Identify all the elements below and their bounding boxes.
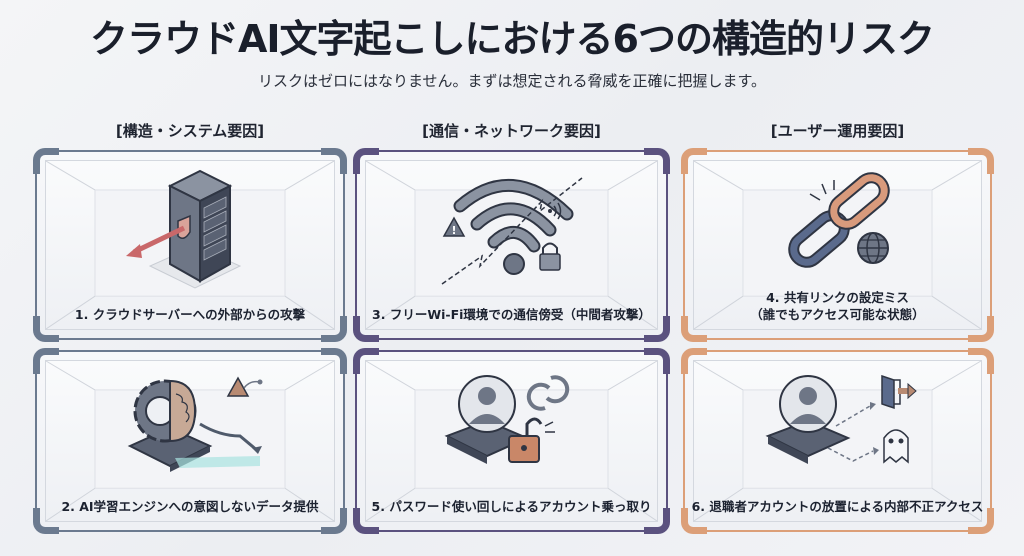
wifi-intercept-icon: !	[441, 177, 582, 285]
risk-card-3: ! 3. フリーWi-Fi環境での通信傍受（中間者攻撃）	[353, 148, 670, 342]
corner-accent	[353, 316, 379, 342]
column-heading-structure: [構造・システム要因]	[115, 122, 265, 140]
risk-label-4-line2: （誰でもアクセス可能な状態）	[750, 307, 925, 323]
risk-label-5: 5. パスワード使い回しによるアカウント乗っ取り	[371, 499, 652, 515]
corner-accent	[33, 316, 59, 342]
risk-label-4: 4. 共有リンクの設定ミス （誰でもアクセス可能な状態）	[685, 290, 990, 324]
corner-accent	[353, 508, 379, 534]
corner-accent	[353, 148, 379, 174]
corner-accent	[321, 348, 347, 374]
risk-label-3: 3. フリーWi-Fi環境での通信傍受（中間者攻撃）	[372, 307, 651, 323]
corner-accent	[644, 148, 670, 174]
corner-accent	[681, 316, 707, 342]
corner-accent	[681, 148, 707, 174]
risk-label-2: 2. AI学習エンジンへの意図しないデータ提供	[61, 499, 319, 515]
svg-text:!: !	[451, 224, 456, 237]
corner-accent	[321, 316, 347, 342]
corner-accent	[33, 348, 59, 374]
corner-accent	[681, 508, 707, 534]
corner-accent	[968, 508, 994, 534]
risk-card-1: 1. クラウドサーバーへの外部からの攻撃	[33, 148, 347, 342]
ai-brain-gear-icon	[127, 376, 263, 472]
risk-label-6: 6. 退職者アカウントの放置による内部不正アクセス	[691, 499, 984, 515]
risk-card-2: 2. AI学習エンジンへの意図しないデータ提供	[33, 348, 347, 534]
corner-accent	[968, 348, 994, 374]
corner-accent	[353, 348, 379, 374]
risk-card-5: 5. パスワード使い回しによるアカウント乗っ取り	[353, 348, 670, 534]
column-heading-user: [ユーザー運用要因]	[770, 122, 905, 140]
corner-accent	[33, 148, 59, 174]
risk-label-4-line1: 4. 共有リンクの設定ミス	[766, 290, 909, 306]
ghost-account-icon	[765, 374, 917, 464]
corner-accent	[33, 508, 59, 534]
corner-accent	[968, 316, 994, 342]
broken-link-icon	[787, 172, 890, 268]
corner-accent	[644, 508, 670, 534]
risk-card-6: 6. 退職者アカウントの放置による内部不正アクセス	[681, 348, 994, 534]
account-takeover-icon	[444, 375, 569, 464]
risk-label-1: 1. クラウドサーバーへの外部からの攻撃	[74, 307, 306, 323]
column-heading-network: [通信・ネットワーク要因]	[422, 122, 601, 140]
corner-accent	[681, 348, 707, 374]
page-title: クラウドAI文字起こしにおける6つの構造的リスク	[90, 17, 935, 61]
server-attack-icon	[126, 169, 242, 289]
risk-card-4: 4. 共有リンクの設定ミス （誰でもアクセス可能な状態）	[681, 148, 994, 342]
page-subtitle: リスクはゼロにはなりません。まずは想定される脅威を正確に把握します。	[257, 72, 767, 90]
corner-accent	[321, 148, 347, 174]
corner-accent	[968, 148, 994, 174]
corner-accent	[644, 316, 670, 342]
corner-accent	[321, 508, 347, 534]
corner-accent	[644, 348, 670, 374]
